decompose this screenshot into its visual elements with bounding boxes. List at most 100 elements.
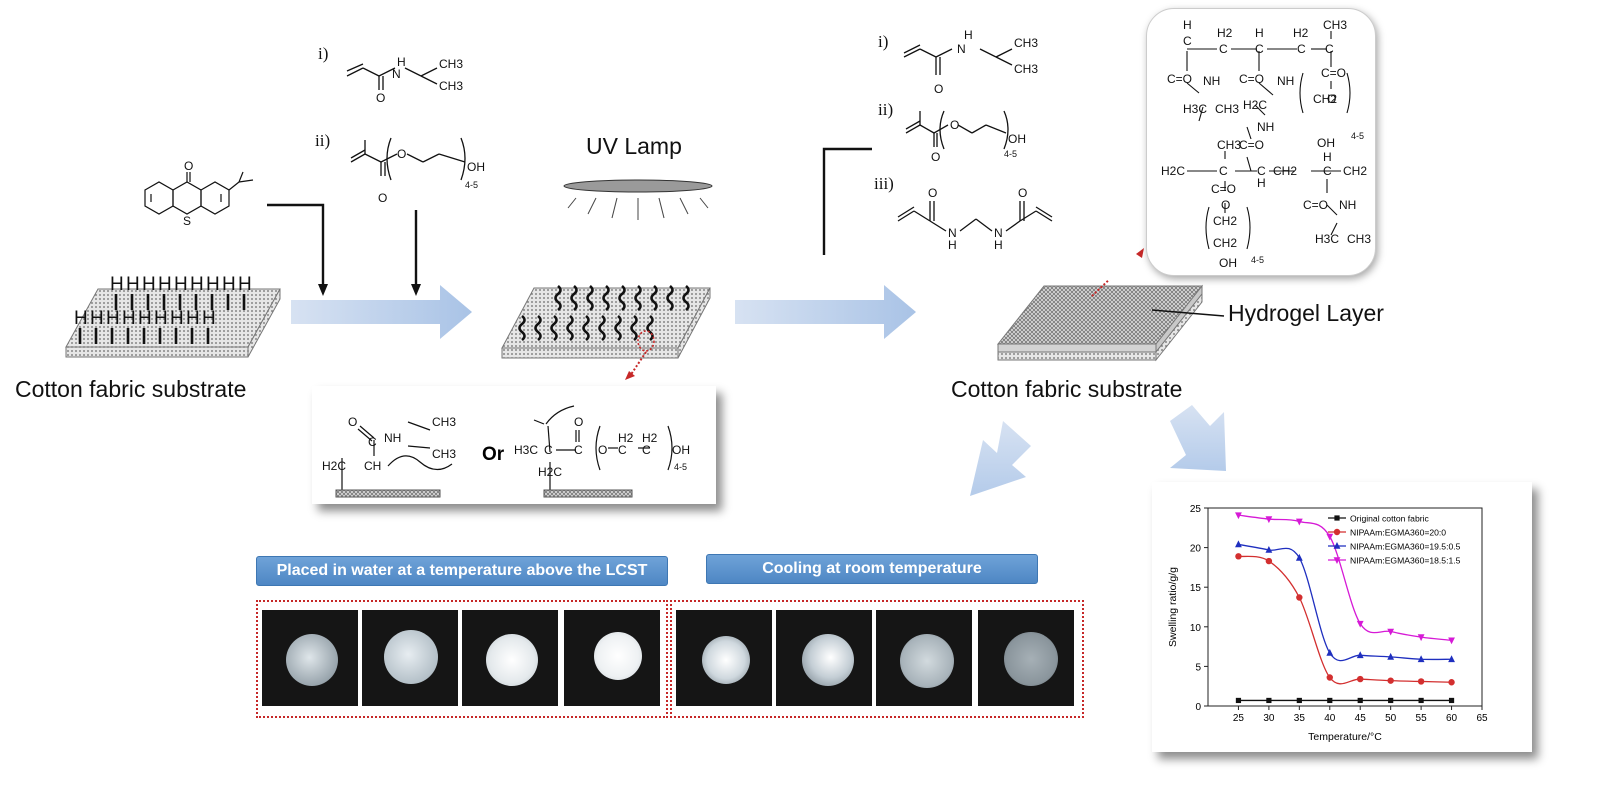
svg-text:ii): ii) — [878, 100, 893, 119]
svg-text:O: O — [397, 147, 406, 161]
legend-entry: NIPAAm:EGMA360=20:0 — [1350, 528, 1446, 538]
y-axis-label: Swelling ratio/g/g — [1167, 567, 1179, 647]
svg-text:C: C — [1297, 42, 1306, 56]
data-point — [1326, 674, 1333, 681]
uv-lamp-label: UV Lamp — [586, 133, 682, 159]
h-atom: H — [170, 308, 184, 329]
x-tick-label: 65 — [1476, 713, 1488, 724]
data-point — [1448, 655, 1455, 663]
arrow-step1 — [291, 285, 472, 339]
data-point — [1333, 528, 1341, 536]
svg-text:N: N — [392, 67, 401, 81]
polymer-chain — [534, 314, 542, 342]
svg-text:S: S — [183, 214, 191, 228]
series-line — [1238, 555, 1452, 685]
polymer-chain — [586, 284, 594, 312]
svg-text:H: H — [948, 238, 957, 252]
banner-cooling: Cooling at room temperature — [706, 554, 1038, 584]
h-atom: H — [74, 308, 88, 329]
grafted-structures: O C NH CH3 CH3 H2C CH Or H3C C O C H2C O… — [322, 405, 690, 498]
step1-chemistry: O S i) H N O CH3 CH3 ii) O O OH 4-5 — [144, 44, 485, 296]
svg-text:O: O — [950, 118, 959, 132]
svg-text:CH3: CH3 — [439, 79, 463, 93]
svg-text:CH3: CH3 — [439, 57, 463, 71]
substrate-right-label: Cotton fabric substrate — [951, 376, 1183, 402]
series-3 — [1235, 512, 1455, 645]
h-atom: H — [154, 308, 168, 329]
data-point — [1295, 518, 1303, 526]
svg-text:O: O — [598, 443, 607, 457]
svg-text:i): i) — [318, 44, 328, 63]
polymer-chain — [582, 314, 590, 342]
svg-text:O: O — [378, 191, 387, 205]
data-point — [1266, 697, 1272, 704]
svg-text:C: C — [1219, 42, 1228, 56]
svg-text:C: C — [1257, 164, 1266, 178]
hydrogel-layer-label: Hydrogel Layer — [1228, 300, 1384, 326]
series-1 — [1235, 553, 1455, 686]
h-atom: H — [174, 274, 188, 295]
h-atom: H — [190, 274, 204, 295]
polymer-chain — [518, 314, 526, 342]
data-point — [1334, 515, 1340, 521]
y-tick-label: 15 — [1190, 583, 1202, 594]
polymer-chain — [602, 284, 610, 312]
arrow-down-right — [1170, 405, 1226, 471]
h-atom: H — [122, 308, 136, 329]
svg-text:H2C: H2C — [322, 459, 346, 473]
svg-text:O: O — [184, 159, 193, 173]
svg-text:O: O — [376, 91, 385, 105]
polymer-chain — [630, 314, 638, 342]
arrow-down-left — [970, 421, 1031, 496]
data-point — [1333, 557, 1341, 564]
data-point — [1296, 697, 1302, 704]
svg-text:O: O — [1221, 198, 1230, 212]
svg-text:O: O — [574, 415, 583, 429]
data-point — [1265, 545, 1273, 553]
svg-text:CH3: CH3 — [432, 415, 456, 429]
h-atom: H — [110, 274, 124, 295]
photo-cool-3 — [876, 610, 972, 706]
y-tick-label: 10 — [1190, 623, 1202, 634]
y-tick-label: 5 — [1195, 662, 1201, 673]
svg-text:OH: OH — [672, 443, 690, 457]
h-atom: H — [142, 274, 156, 295]
svg-text:NH: NH — [1339, 198, 1356, 212]
data-point — [1265, 516, 1273, 524]
legend-entry: Original cotton fabric — [1350, 514, 1430, 524]
series-0 — [1235, 697, 1455, 704]
data-point — [1356, 651, 1364, 659]
arrow-step2 — [735, 285, 916, 339]
svg-text:C: C — [618, 443, 627, 457]
svg-text:O: O — [931, 150, 940, 164]
svg-text:N: N — [994, 226, 1003, 240]
data-point — [1235, 540, 1242, 548]
substrate-left-label: Cotton fabric substrate — [15, 376, 247, 402]
cotton-substrate-grafted — [501, 284, 711, 380]
photo-hot-1 — [262, 610, 358, 706]
data-point — [1296, 594, 1303, 601]
polymer-chain — [618, 284, 626, 312]
svg-text:OH: OH — [1317, 136, 1335, 150]
svg-text:CH2: CH2 — [1273, 164, 1297, 178]
h-atom: H — [202, 308, 216, 329]
legend-entry: NIPAAm:EGMA360=18.5:1.5 — [1350, 556, 1461, 566]
svg-text:H: H — [1257, 176, 1266, 190]
photo-hot-2 — [362, 610, 458, 706]
x-tick-label: 45 — [1355, 713, 1367, 724]
svg-text:H3C: H3C — [1183, 102, 1207, 116]
svg-text:CH3: CH3 — [1215, 102, 1239, 116]
svg-text:4-5: 4-5 — [674, 462, 687, 472]
svg-text:C: C — [544, 443, 553, 457]
svg-text:ii): ii) — [315, 131, 330, 150]
zoom-arrow-red — [1136, 248, 1144, 258]
svg-text:C: C — [1255, 42, 1264, 56]
svg-text:H: H — [397, 55, 406, 69]
svg-text:H2: H2 — [642, 431, 658, 445]
svg-text:4-5: 4-5 — [1251, 255, 1264, 265]
svg-text:CH3: CH3 — [1014, 36, 1038, 50]
svg-text:4-5: 4-5 — [1004, 149, 1017, 159]
data-point — [1333, 542, 1341, 549]
y-tick-label: 25 — [1190, 504, 1202, 515]
svg-text:CH3: CH3 — [1347, 232, 1371, 246]
